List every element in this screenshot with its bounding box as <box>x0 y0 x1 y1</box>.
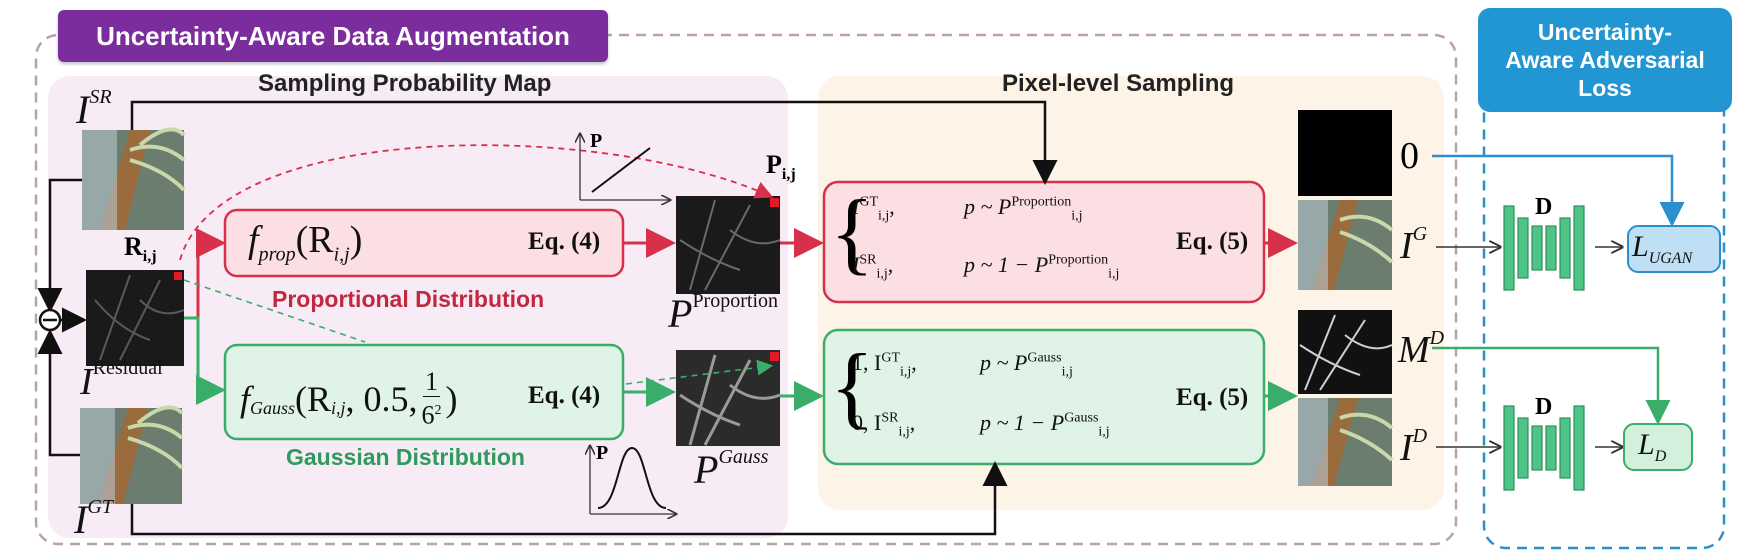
prop-case-2-lhs: ISRi,j, <box>852 252 894 282</box>
ld-label: LD <box>1638 428 1667 465</box>
sr-to-minus-arrow <box>37 178 82 313</box>
gauss-case-2-lhs: 0, ISRi,j, <box>852 410 916 440</box>
gauss-case-2-rhs: p ~ 1 − PGaussi,j <box>980 410 1110 440</box>
discriminator-g <box>1503 205 1585 291</box>
discriminator-d <box>1503 405 1585 491</box>
gauss-case-1-rhs: p ~ PGaussi,j <box>980 350 1073 380</box>
sr-to-sampling-arrow <box>130 100 1058 185</box>
md-image <box>1298 310 1393 394</box>
ig-label: IG <box>1400 223 1428 267</box>
md-label: MD <box>1398 327 1445 371</box>
pij-label: Pi,j <box>766 150 796 184</box>
sr-image <box>82 127 186 230</box>
linear-plot-axis-label: P <box>590 130 603 152</box>
sr-label: ISR <box>76 85 112 132</box>
proportional-dist-label: Proportional Distribution <box>272 286 545 312</box>
prop-case-1-rhs: p ~ PProportioni,j <box>964 194 1083 224</box>
prop-function: fprop(Ri,j) <box>248 219 363 266</box>
residual-image <box>86 270 185 366</box>
prop-eq-label: Eq. (4) <box>528 228 601 255</box>
gt-to-sampling-arrow <box>130 461 1008 536</box>
gauss-plot-axis-label: P <box>596 442 609 464</box>
discriminator-d-label: D <box>1535 394 1553 420</box>
gt-label: IGT <box>74 495 113 542</box>
p-gauss-image <box>676 350 781 446</box>
gauss-eq-label: Eq. (4) <box>528 382 601 409</box>
loss-banner: Uncertainty-Aware Adversarial Loss <box>1478 8 1732 112</box>
gt-image <box>80 405 184 504</box>
loss-frame <box>1482 58 1726 550</box>
residual-label: IResidual <box>80 357 163 403</box>
lugan-label: LUGAN <box>1632 230 1693 267</box>
gaussian-dist-label: Gaussian Distribution <box>286 444 525 470</box>
gauss-cases-eq-label: Eq. (5) <box>1176 384 1249 411</box>
augmentation-banner: Uncertainty-Aware Data Augmentation <box>58 10 608 62</box>
augmentation-frame <box>34 33 1458 546</box>
gauss-brace: { <box>830 335 875 437</box>
p-proportion-label: PProportion <box>668 289 778 336</box>
prop-case-2-rhs: p ~ 1 − PProportioni,j <box>964 252 1120 282</box>
sampling-map-title: Sampling Probability Map <box>258 70 552 97</box>
gt-to-minus-arrow <box>37 329 80 457</box>
p-proportion-image <box>676 196 781 294</box>
loss-banner-text: Uncertainty-Aware Adversarial Loss <box>1505 19 1705 101</box>
minus-operator <box>38 308 62 332</box>
prop-cases-eq-label: Eq. (5) <box>1176 228 1249 255</box>
zero-label: 0 <box>1400 135 1419 177</box>
gauss-plot-mini <box>590 446 676 514</box>
prop-case-1-lhs: IGTi,j, <box>852 194 895 224</box>
id-image <box>1298 398 1394 486</box>
zero-to-lugan-arrow <box>1432 154 1685 227</box>
gauss-case-1-lhs: 1, IGTi,j, <box>852 350 917 380</box>
md-to-ld-arrow <box>1432 346 1671 425</box>
linear-plot-mini <box>580 134 670 200</box>
prop-brace: { <box>830 181 875 283</box>
discriminator-g-label: D <box>1535 194 1553 220</box>
gauss-fraction: 1 62 <box>421 367 442 430</box>
id-label: ID <box>1400 425 1428 469</box>
rij-label: Ri,j <box>124 232 157 266</box>
pixel-sampling-title: Pixel-level Sampling <box>1002 70 1235 97</box>
zero-mask-image <box>1298 110 1392 196</box>
ig-image <box>1298 200 1394 290</box>
residual-to-gauss-arrow <box>184 316 226 405</box>
gauss-to-pgauss-dashed <box>625 359 774 385</box>
rij-to-gauss-dashed <box>183 279 366 343</box>
p-gauss-label: PGauss <box>694 445 769 492</box>
lugan-box <box>1627 225 1721 273</box>
ld-box <box>1623 423 1693 471</box>
